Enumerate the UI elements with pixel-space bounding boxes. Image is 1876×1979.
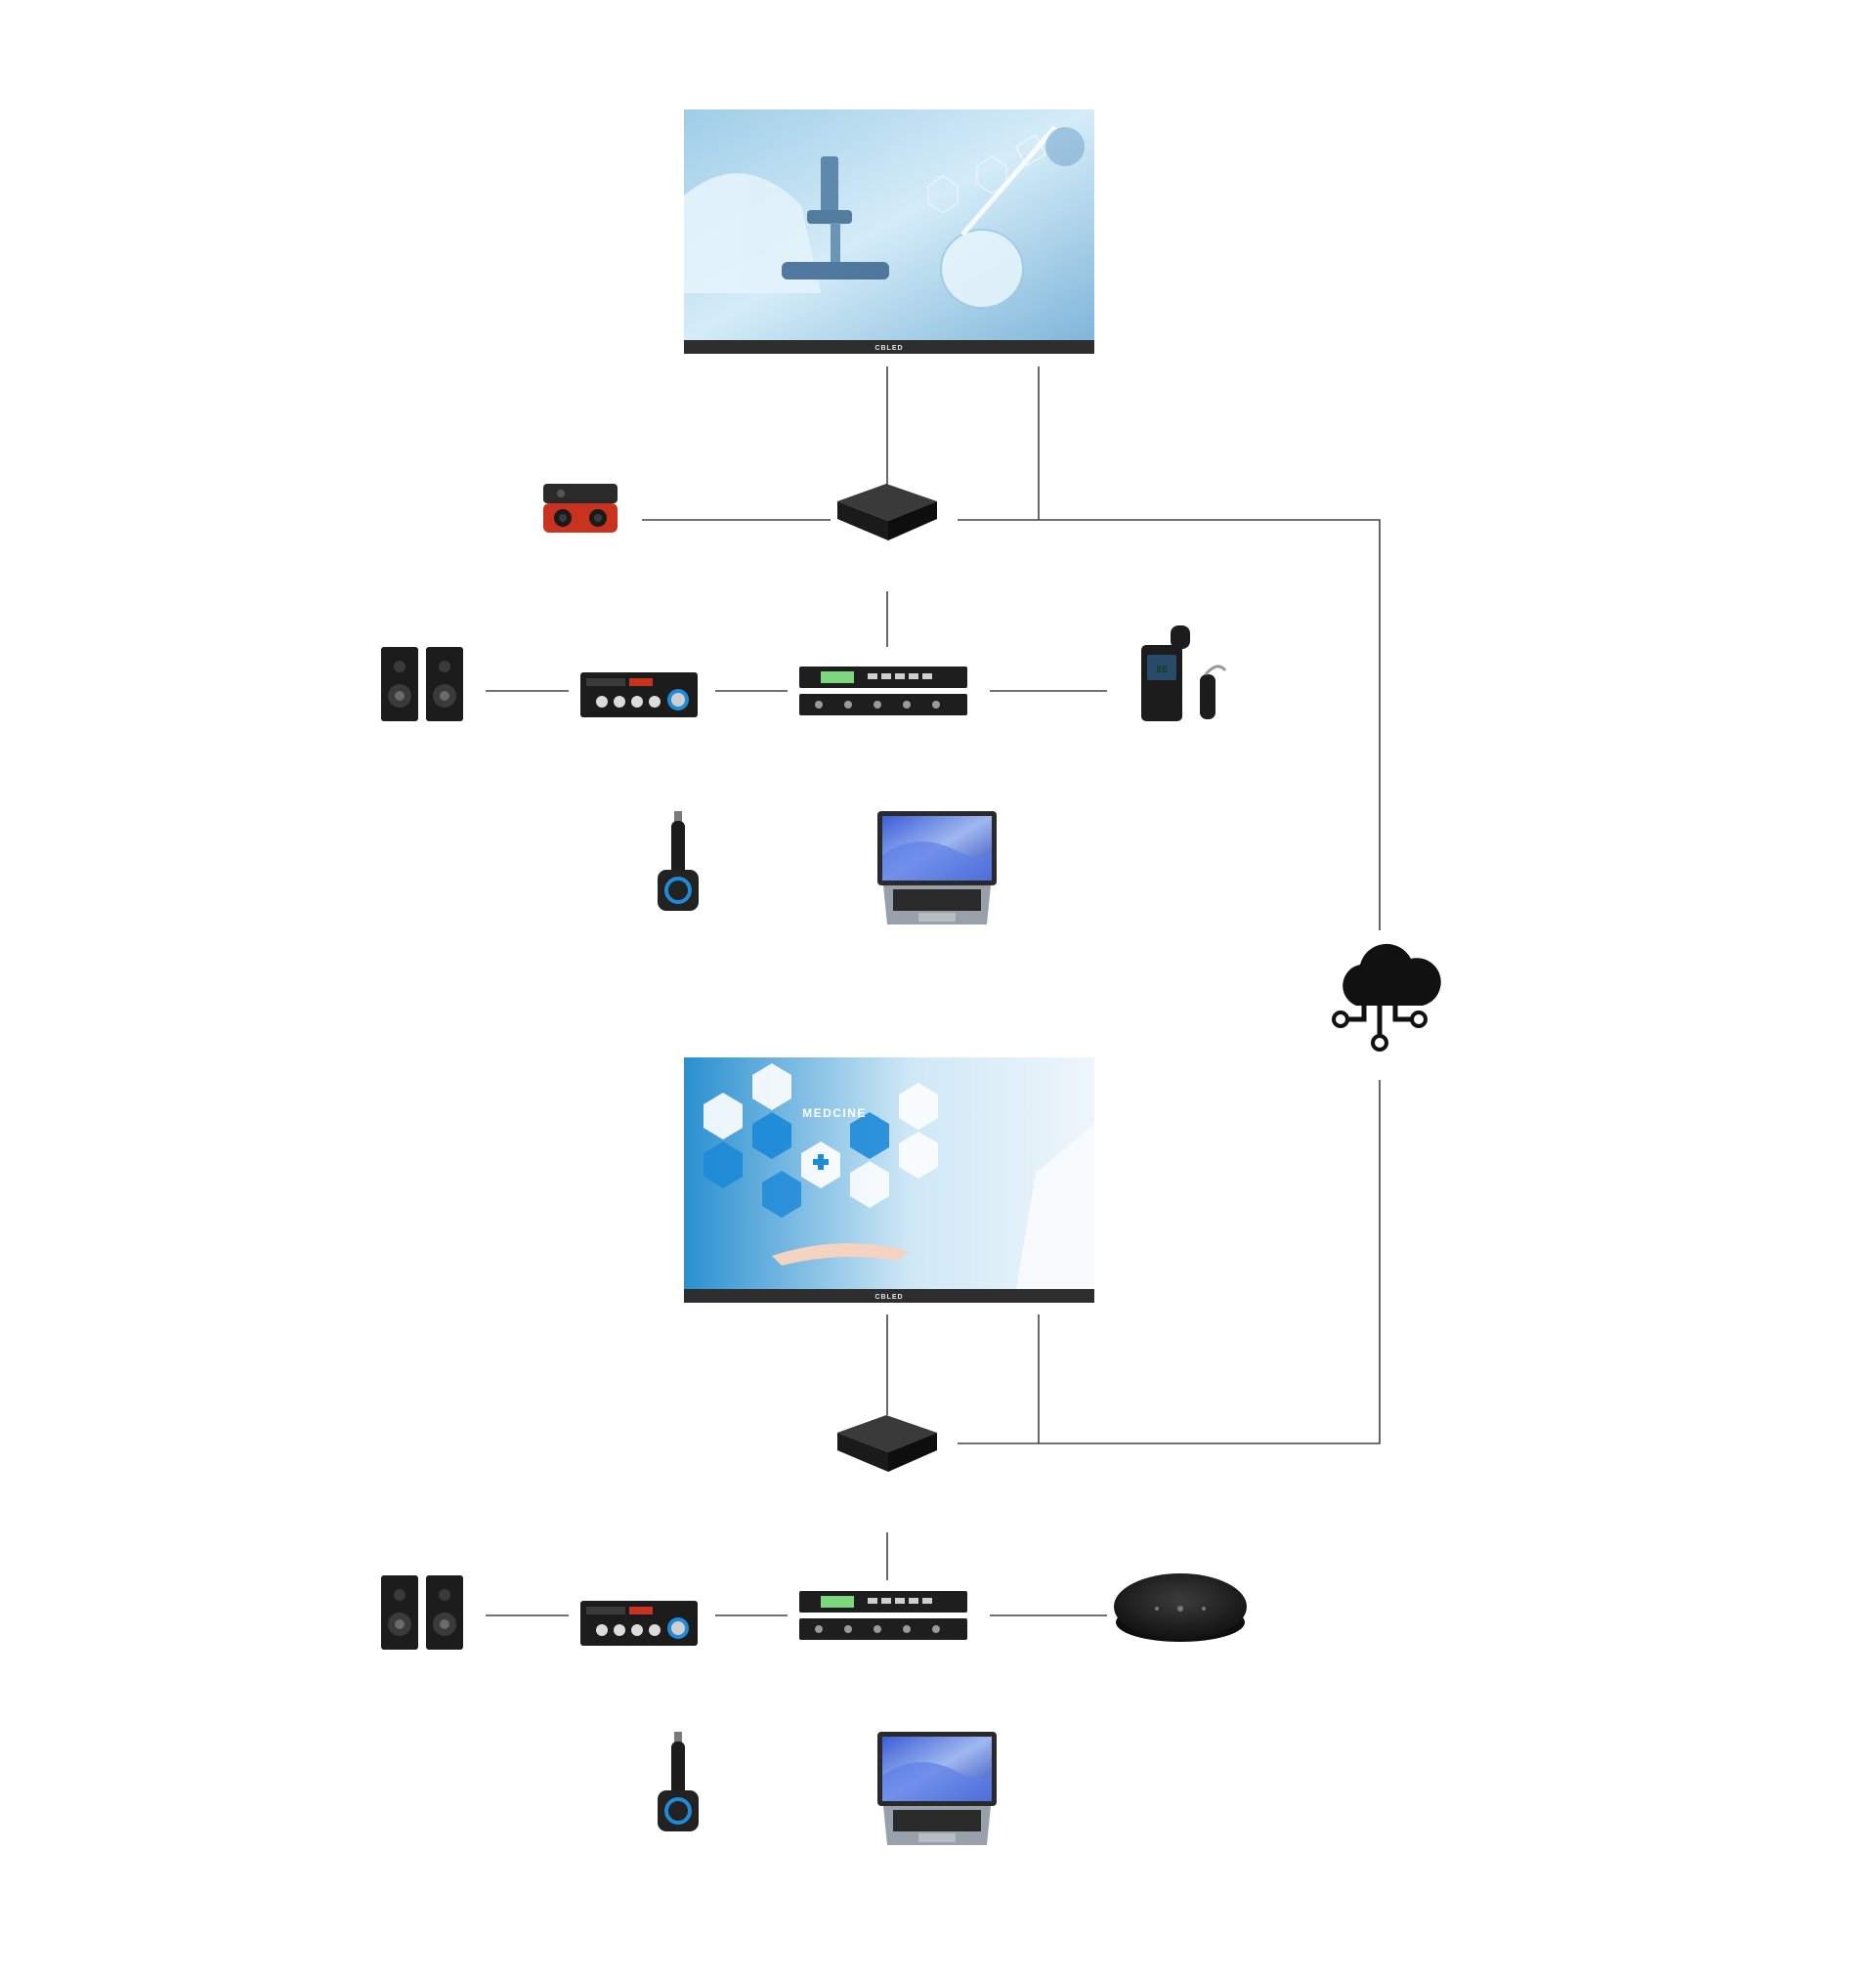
medical-hexagons	[704, 1063, 938, 1218]
led-display-top: CBLED	[684, 109, 1094, 354]
audio-processor-icon	[799, 667, 967, 715]
display-top-brand-label: CBLED	[874, 345, 903, 352]
laptop-icon	[877, 1732, 997, 1845]
svg-text:88: 88	[1156, 665, 1168, 675]
laptop-icon	[877, 811, 997, 925]
wireless-microphone-icon: 88	[1141, 625, 1227, 721]
amplifier-icon	[580, 672, 698, 717]
speakers-icon	[381, 647, 463, 721]
audio-processor-icon	[799, 1591, 967, 1640]
line-box-top-to-cloud	[958, 519, 1381, 930]
speakers-icon	[381, 1575, 463, 1650]
line-cloud-to-box-bottom	[958, 1080, 1381, 1444]
speakerphone-icon	[1114, 1573, 1247, 1642]
wireless-presentation-dongle-icon	[658, 811, 699, 911]
connection-lines	[486, 366, 1381, 1616]
cloud-network-icon	[1332, 943, 1441, 1052]
display-bottom-brand-label: CBLED	[874, 1294, 903, 1301]
display-bottom-screen-text: MEDCINE	[802, 1106, 867, 1120]
amplifier-icon	[580, 1601, 698, 1646]
lab-scene	[684, 125, 1085, 309]
media-player-box-icon	[837, 484, 937, 540]
wireless-presentation-dongle-icon	[658, 1732, 699, 1831]
conference-camera-icon	[543, 484, 618, 533]
media-player-box-icon	[837, 1415, 937, 1472]
led-display-bottom: MEDCINE CBLED	[684, 1057, 1094, 1303]
